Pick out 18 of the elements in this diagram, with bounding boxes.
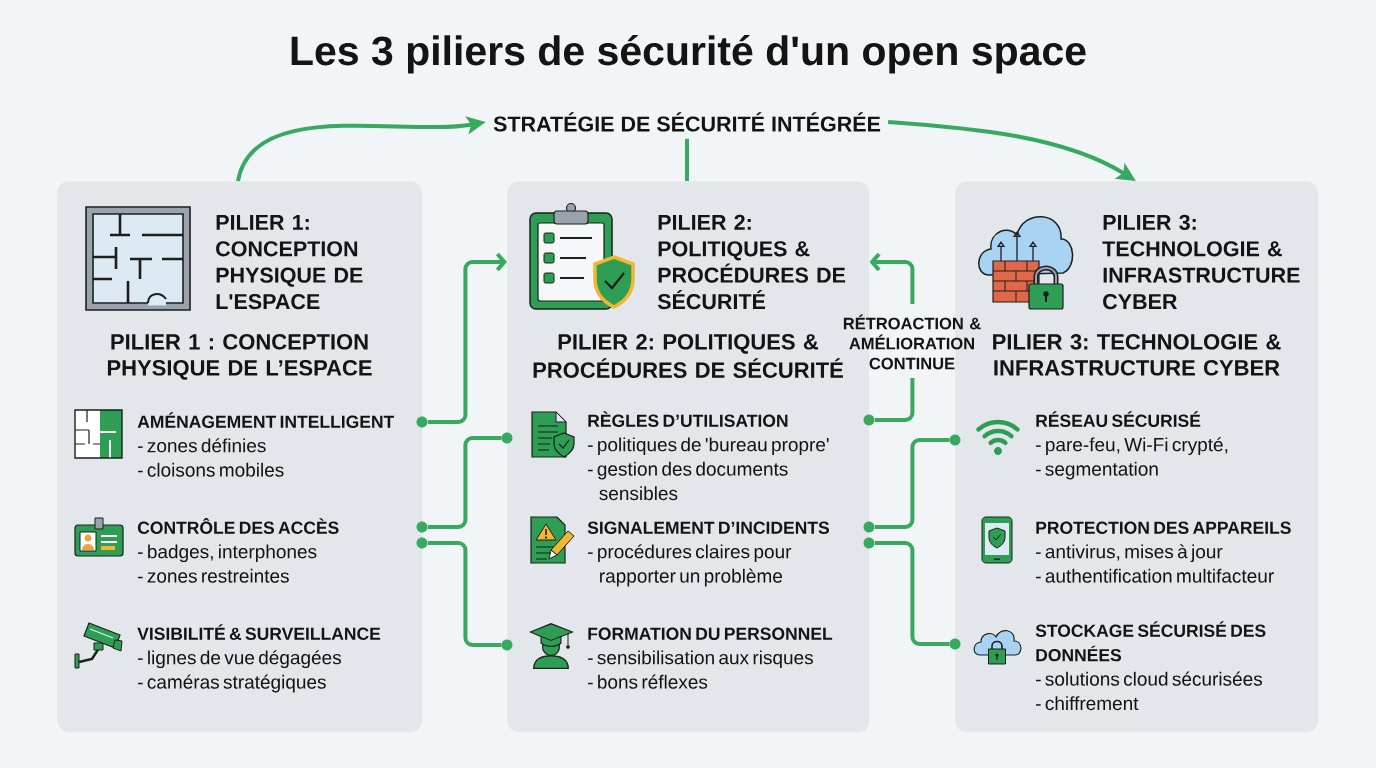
- connector-line: [874, 541, 950, 646]
- feature-text: FORMATION DU PERSONNEL - sensibilisation aux risques - bons réflexes: [588, 627, 833, 689]
- central-label: STRATÉGIE DE SÉCURITÉ INTÉGRÉE: [493, 112, 881, 132]
- feature-text: RÉSEAU SÉCURISÉ - pare-feu, Wi-Fi crypté, - segmentation: [1036, 411, 1228, 480]
- connector-line: [685, 138, 689, 181]
- edge-label: RÉTROACTION & AMÉLIORATION CONTINUE: [843, 314, 981, 370]
- feature-text: CONTRÔLE DES ACCÈS - badges, interphones - zones restreintes: [137, 518, 339, 583]
- feature-text: SIGNALEMENT D’INCIDENTS - procédures claires pour rapporter un problème: [587, 521, 829, 587]
- connector-line: [427, 436, 502, 529]
- feature-text: VISIBILITÉ & SURVEILLANCE - lignes de vue dégagées - caméras stratégiques: [137, 624, 381, 693]
- title: Les 3 piliers de sécurité d'un open space: [291, 34, 1086, 74]
- feature-text: PROTECTION DES APPAREILS - antivirus, mises à jour - authentification multifacteur: [1036, 521, 1291, 583]
- feature-text: AMÉNAGEMENT INTELLIGENT - zones définies - cloisons mobiles: [137, 412, 395, 477]
- connector-line: [427, 541, 502, 647]
- feature-text: RÈGLES D’UTILISATION - politiques de 'bureau propre' - gestion des documents sensibles: [588, 411, 829, 501]
- connector-line: [874, 438, 950, 529]
- elbow-arrow: [427, 252, 507, 424]
- feature-text: STOCKAGE SÉCURISÉ DES DONNÉES - solutions cloud sécurisées - chiffrement: [1035, 621, 1266, 711]
